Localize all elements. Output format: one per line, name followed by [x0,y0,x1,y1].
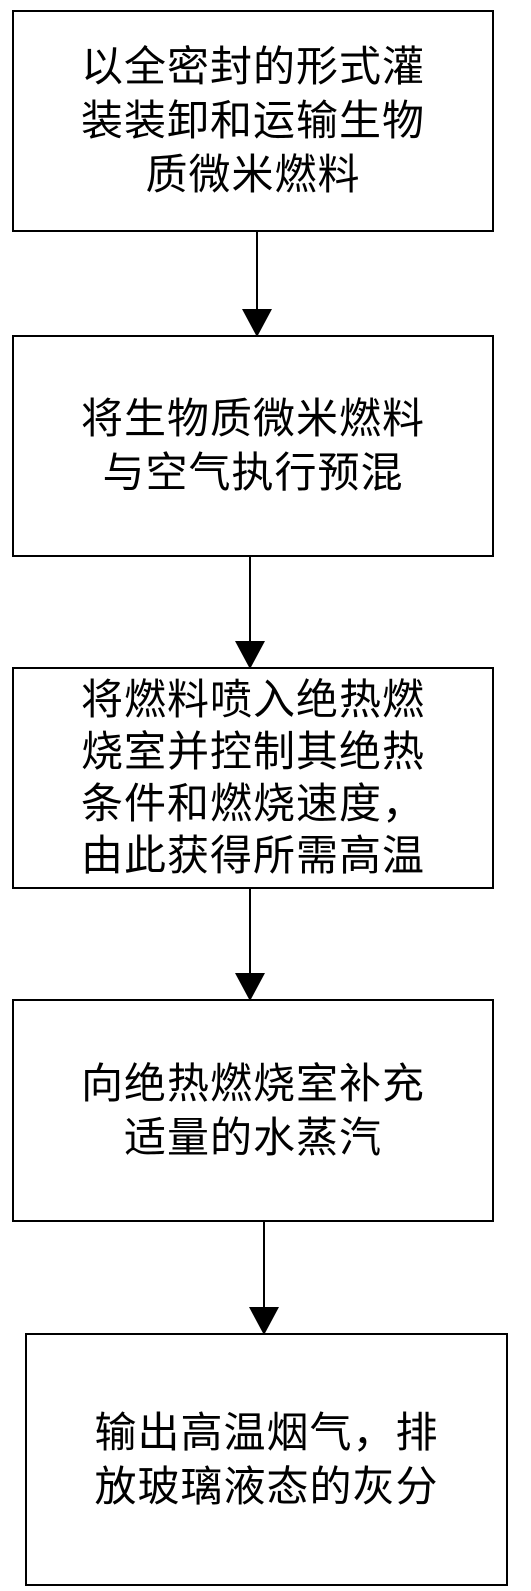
step-3-line-3: 条件和燃烧速度， [80,779,425,828]
arrow-3-to-4 [235,889,265,1001]
step-2-line-1: 将生物质微米燃料 [80,394,425,443]
step-text-2: 将生物质微米燃料 与空气执行预混 [32,392,474,500]
arrow-down-icon [242,309,272,337]
step-box-2: 将生物质微米燃料 与空气执行预混 [12,335,494,557]
step-5-line-1: 输出高温烟气，排 [94,1407,439,1457]
step-box-1: 以全密封的形式灌 装装卸和运输生物 质微米燃料 [12,10,494,232]
arrow-down-icon [235,973,265,1001]
step-4-line-2: 适量的水蒸汽 [123,1112,382,1162]
step-5-line-2: 放玻璃液态的灰分 [94,1461,439,1511]
step-box-3: 将燃料喷入绝热燃 烧室并控制其绝热 条件和燃烧速度， 由此获得所需高温 [12,667,494,889]
step-1-line-2: 装装卸和运输生物 [80,96,425,145]
arrow-1-to-2 [242,232,272,337]
step-text-1: 以全密封的形式灌 装装卸和运输生物 质微米燃料 [32,40,474,202]
step-3-line-4: 由此获得所需高温 [80,831,425,880]
arrow-down-icon [249,1307,279,1335]
arrow-down-icon [235,641,265,669]
step-3-line-1: 将燃料喷入绝热燃 [80,675,425,724]
step-box-5: 输出高温烟气，排 放玻璃液态的灰分 [25,1333,508,1586]
arrow-4-to-5 [249,1222,279,1335]
step-text-3: 将燃料喷入绝热燃 烧室并控制其绝热 条件和燃烧速度， 由此获得所需高温 [32,674,474,882]
step-text-5: 输出高温烟气，排 放玻璃液态的灰分 [45,1406,488,1514]
step-box-4: 向绝热燃烧室补充 适量的水蒸汽 [12,999,494,1222]
step-text-4: 向绝热燃烧室补充 适量的水蒸汽 [32,1057,474,1165]
step-3-line-2: 烧室并控制其绝热 [80,727,425,776]
step-1-line-1: 以全密封的形式灌 [80,42,425,91]
step-1-line-3: 质微米燃料 [145,150,361,199]
step-4-line-1: 向绝热燃烧室补充 [80,1058,425,1108]
step-2-line-2: 与空气执行预混 [102,448,404,497]
arrow-2-to-3 [235,557,265,669]
